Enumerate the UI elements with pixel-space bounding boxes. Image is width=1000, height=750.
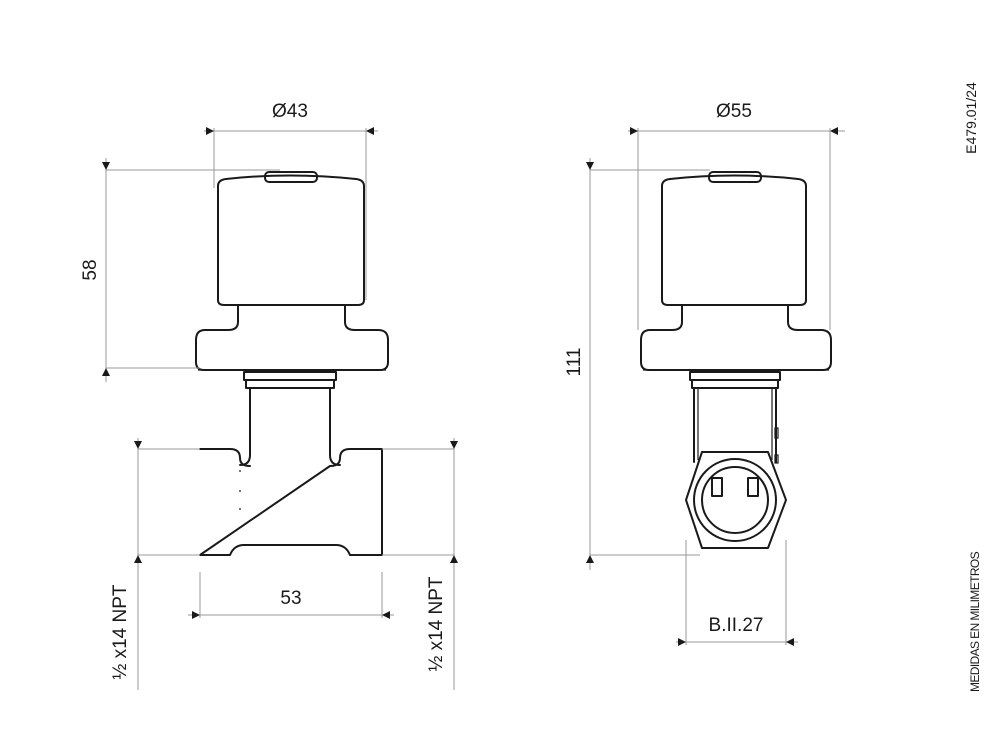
front-view: [195, 171, 389, 556]
arrow-right: [366, 127, 374, 135]
front-handle: [217, 174, 365, 306]
side-tab-left: [711, 477, 723, 497]
side-stem: [693, 387, 777, 463]
front-diameter-label: Ø43: [272, 101, 308, 122]
arrow-left: [206, 127, 214, 135]
side-ring-2: [691, 379, 779, 389]
side-hex-nut: [685, 451, 787, 549]
side-outer-ring: [693, 458, 777, 542]
front-dimensions: Ø43 58 ½ x14 NPT ½ x14 NPT 53: [80, 101, 458, 690]
front-tee-body: [199, 448, 383, 556]
front-thread-left-label: ½ x14 NPT: [110, 584, 131, 679]
side-handle: [661, 174, 807, 306]
side-ring-1: [689, 371, 781, 381]
side-diameter-label: Ø55: [716, 101, 752, 122]
front-ring-1: [243, 371, 337, 381]
units-note: MEDIDAS EN MILIMETROS: [968, 551, 982, 692]
front-cap-top: [264, 171, 318, 183]
side-inner-bore: [701, 466, 769, 534]
side-height-label: 111: [564, 348, 585, 377]
side-flange: [640, 304, 832, 371]
front-width-label: 53: [280, 588, 301, 609]
front-flange: [195, 304, 389, 371]
side-hex-label: B.II.27: [709, 615, 764, 636]
front-thread-right-label: ½ x14 NPT: [426, 576, 447, 671]
side-view: [640, 171, 832, 549]
side-tab-right: [747, 477, 759, 497]
front-stem: [239, 387, 341, 466]
side-dimensions: Ø55 111 B.II.27: [564, 101, 845, 646]
side-cap-top: [708, 171, 762, 183]
drawing-code: E479.01/24: [963, 82, 979, 154]
front-ring-2: [245, 379, 335, 389]
front-height-label: 58: [80, 259, 101, 280]
